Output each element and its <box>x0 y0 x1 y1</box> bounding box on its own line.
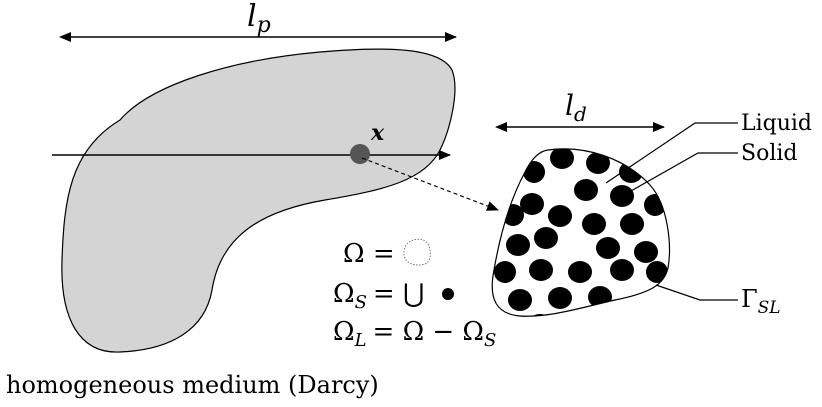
particle <box>520 193 544 215</box>
particle <box>548 205 572 227</box>
particle <box>644 194 666 216</box>
particle <box>620 213 644 235</box>
particle <box>548 287 572 309</box>
particle <box>550 147 574 169</box>
particle <box>506 234 530 256</box>
particle <box>494 261 516 283</box>
particle <box>568 261 592 283</box>
particle <box>596 237 620 259</box>
particle <box>588 286 612 308</box>
solid-label: Solid <box>741 141 797 166</box>
particle <box>610 185 634 207</box>
omega-s-equation: ΩS= ⋃ <box>333 279 424 313</box>
particle <box>582 213 606 235</box>
particle <box>523 161 545 183</box>
interface-leader <box>656 285 738 300</box>
gamma-sl-label: ΓSL <box>741 285 781 318</box>
ld-label: ld <box>565 89 587 126</box>
omega-l-equation: ΩL= Ω − ΩS <box>333 317 496 351</box>
particle <box>502 204 524 226</box>
particle <box>529 259 553 281</box>
particle <box>646 261 668 283</box>
particle <box>610 259 634 281</box>
caption: homogeneous medium (Darcy) <box>6 371 379 399</box>
particle <box>586 152 610 174</box>
omega-domain-icon <box>404 239 431 265</box>
lp-label: lp <box>247 0 271 38</box>
point-x <box>350 144 370 164</box>
particle <box>634 241 658 263</box>
particle <box>574 179 598 201</box>
x-label: x <box>370 120 385 146</box>
particle <box>508 289 532 311</box>
particle-icon <box>442 288 454 300</box>
liquid-label: Liquid <box>741 111 812 136</box>
particle <box>534 227 558 249</box>
omega-equation: Ω = <box>343 239 395 269</box>
